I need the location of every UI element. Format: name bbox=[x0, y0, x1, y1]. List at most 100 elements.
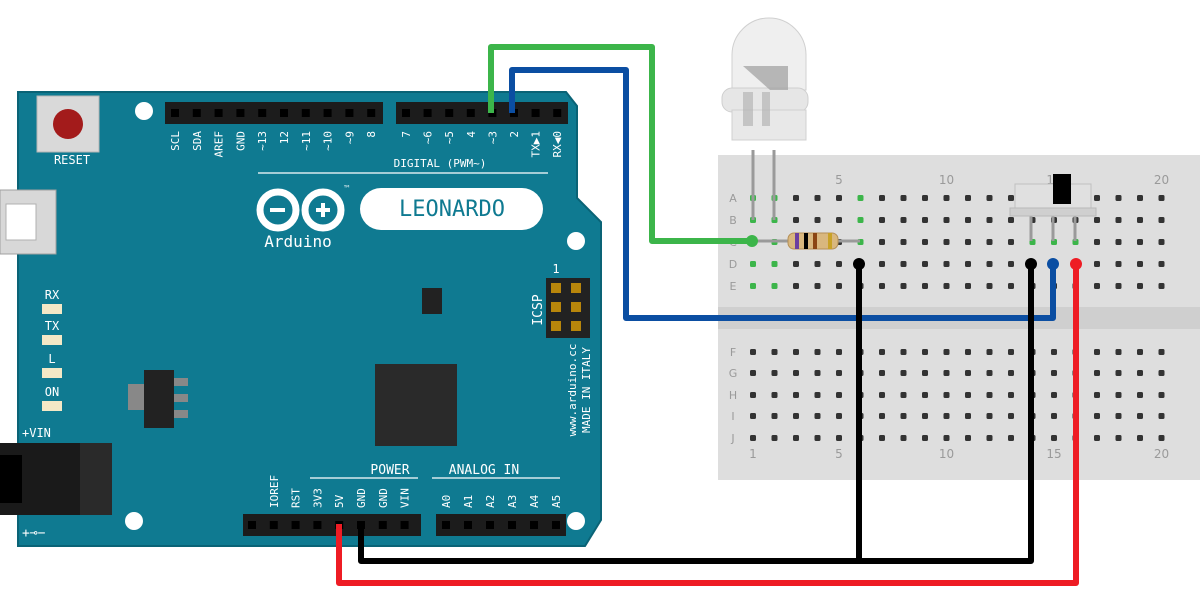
breadboard-hole bbox=[943, 195, 950, 201]
header-pin bbox=[367, 109, 376, 117]
breadboard-hole bbox=[965, 370, 971, 376]
digital-pin-label: 7 bbox=[400, 131, 413, 138]
digital-pin-label: ~10 bbox=[322, 131, 335, 151]
breadboard-hole bbox=[943, 239, 950, 245]
wire-end-black bbox=[1025, 258, 1037, 270]
breadboard-hole bbox=[900, 413, 907, 419]
breadboard-hole bbox=[771, 392, 778, 398]
breadboard-hole bbox=[750, 435, 756, 441]
wire-end-blue bbox=[1047, 258, 1059, 270]
breadboard-hole bbox=[1137, 392, 1143, 398]
breadboard-hole bbox=[1008, 392, 1014, 398]
breadboard-hole bbox=[1008, 217, 1014, 223]
power-pin-label: VIN bbox=[399, 488, 412, 508]
breadboard-hole bbox=[1094, 349, 1100, 355]
breadboard-hole bbox=[986, 217, 993, 223]
breadboard-hole bbox=[1158, 195, 1165, 201]
breadboard-hole bbox=[879, 195, 885, 201]
breadboard-hole bbox=[814, 349, 821, 355]
analog-pin-label: A2 bbox=[484, 495, 497, 508]
breadboard-hole bbox=[879, 435, 885, 441]
analog-pin-label: A1 bbox=[462, 495, 475, 508]
breadboard-hole bbox=[1051, 435, 1057, 441]
breadboard-hole bbox=[1137, 283, 1143, 289]
breadboard-hole bbox=[1158, 413, 1165, 419]
power-pin-label: 5V bbox=[333, 494, 346, 508]
reset-button-cap[interactable] bbox=[53, 109, 83, 139]
header-pin bbox=[508, 521, 516, 529]
icsp-pin bbox=[551, 283, 561, 293]
model-badge bbox=[360, 188, 543, 230]
slide-switch[interactable] bbox=[1009, 174, 1097, 241]
power-pin-label: GND bbox=[377, 488, 390, 508]
resistor bbox=[753, 232, 860, 250]
icsp-pin bbox=[571, 302, 581, 312]
breadboard-hole bbox=[879, 392, 885, 398]
breadboard-column-number: 1 bbox=[749, 447, 757, 461]
breadboard-hole bbox=[1158, 239, 1165, 245]
breadboard-hole bbox=[1051, 349, 1057, 355]
breadboard-hole bbox=[814, 435, 821, 441]
breadboard-hole bbox=[836, 413, 842, 419]
breadboard-hole bbox=[1137, 239, 1143, 245]
breadboard-hole bbox=[922, 349, 928, 355]
model-label: LEONARDO bbox=[399, 197, 505, 222]
status-led-label: L bbox=[48, 352, 55, 366]
breadboard-hole bbox=[943, 283, 950, 289]
header-pin bbox=[214, 109, 223, 117]
status-led bbox=[42, 304, 62, 314]
breadboard-hole bbox=[879, 349, 885, 355]
breadboard-hole bbox=[1115, 283, 1122, 289]
power-pin-label: 3V3 bbox=[311, 488, 324, 508]
breadboard-hole bbox=[922, 261, 928, 267]
breadboard-hole bbox=[1115, 239, 1122, 245]
breadboard-hole bbox=[814, 195, 821, 201]
header-pin bbox=[280, 109, 288, 117]
wire-end-red bbox=[1070, 258, 1082, 270]
wire-red-5v bbox=[336, 264, 1079, 586]
breadboard-row-letter: I bbox=[731, 410, 734, 423]
header-pin bbox=[378, 521, 387, 529]
breadboard-hole bbox=[836, 195, 842, 201]
breadboard-hole bbox=[1115, 261, 1122, 267]
breadboard-column-number: 20 bbox=[1154, 173, 1169, 187]
led-anvil bbox=[743, 66, 788, 90]
breadboard-column-number: 10 bbox=[939, 447, 954, 461]
led-component bbox=[721, 17, 809, 220]
header-pin bbox=[442, 521, 450, 529]
breadboard-hole bbox=[1137, 349, 1143, 355]
icsp-label: ICSP bbox=[531, 294, 546, 325]
breadboard-hole bbox=[900, 261, 907, 267]
power-pin-label: GND bbox=[355, 488, 368, 508]
analog-pin-label: A3 bbox=[506, 495, 519, 508]
reset-button[interactable] bbox=[36, 95, 100, 153]
breadboard-hole bbox=[986, 392, 993, 398]
breadboard-hole bbox=[1137, 217, 1143, 223]
breadboard-hole bbox=[879, 217, 885, 223]
status-led-label: TX bbox=[45, 319, 60, 333]
breadboard-hole bbox=[750, 283, 756, 289]
header-pin bbox=[531, 109, 540, 117]
breadboard-hole bbox=[986, 195, 993, 201]
bottom-headers bbox=[243, 514, 566, 536]
breadboard-hole bbox=[836, 283, 842, 289]
breadboard-column-number: 10 bbox=[939, 173, 954, 187]
breadboard-hole bbox=[1137, 370, 1143, 376]
header-pin bbox=[323, 109, 332, 117]
header-pin bbox=[423, 109, 432, 117]
status-led bbox=[42, 401, 62, 411]
switch-slider[interactable] bbox=[1053, 174, 1071, 204]
analog-pin-label: A4 bbox=[528, 494, 541, 508]
breadboard-hole bbox=[922, 195, 928, 201]
breadboard-hole bbox=[879, 283, 885, 289]
mounting-hole bbox=[567, 512, 585, 530]
breadboard-hole bbox=[922, 283, 928, 289]
header-pin bbox=[466, 109, 475, 117]
breadboard-row-letter: E bbox=[730, 280, 737, 293]
breadboard-hole bbox=[1115, 413, 1122, 419]
site-label: www.arduino.cc bbox=[566, 344, 579, 437]
made-label: MADE IN ITALY bbox=[580, 347, 593, 433]
breadboard-hole bbox=[900, 392, 907, 398]
analog-pin-label: A0 bbox=[440, 495, 453, 508]
